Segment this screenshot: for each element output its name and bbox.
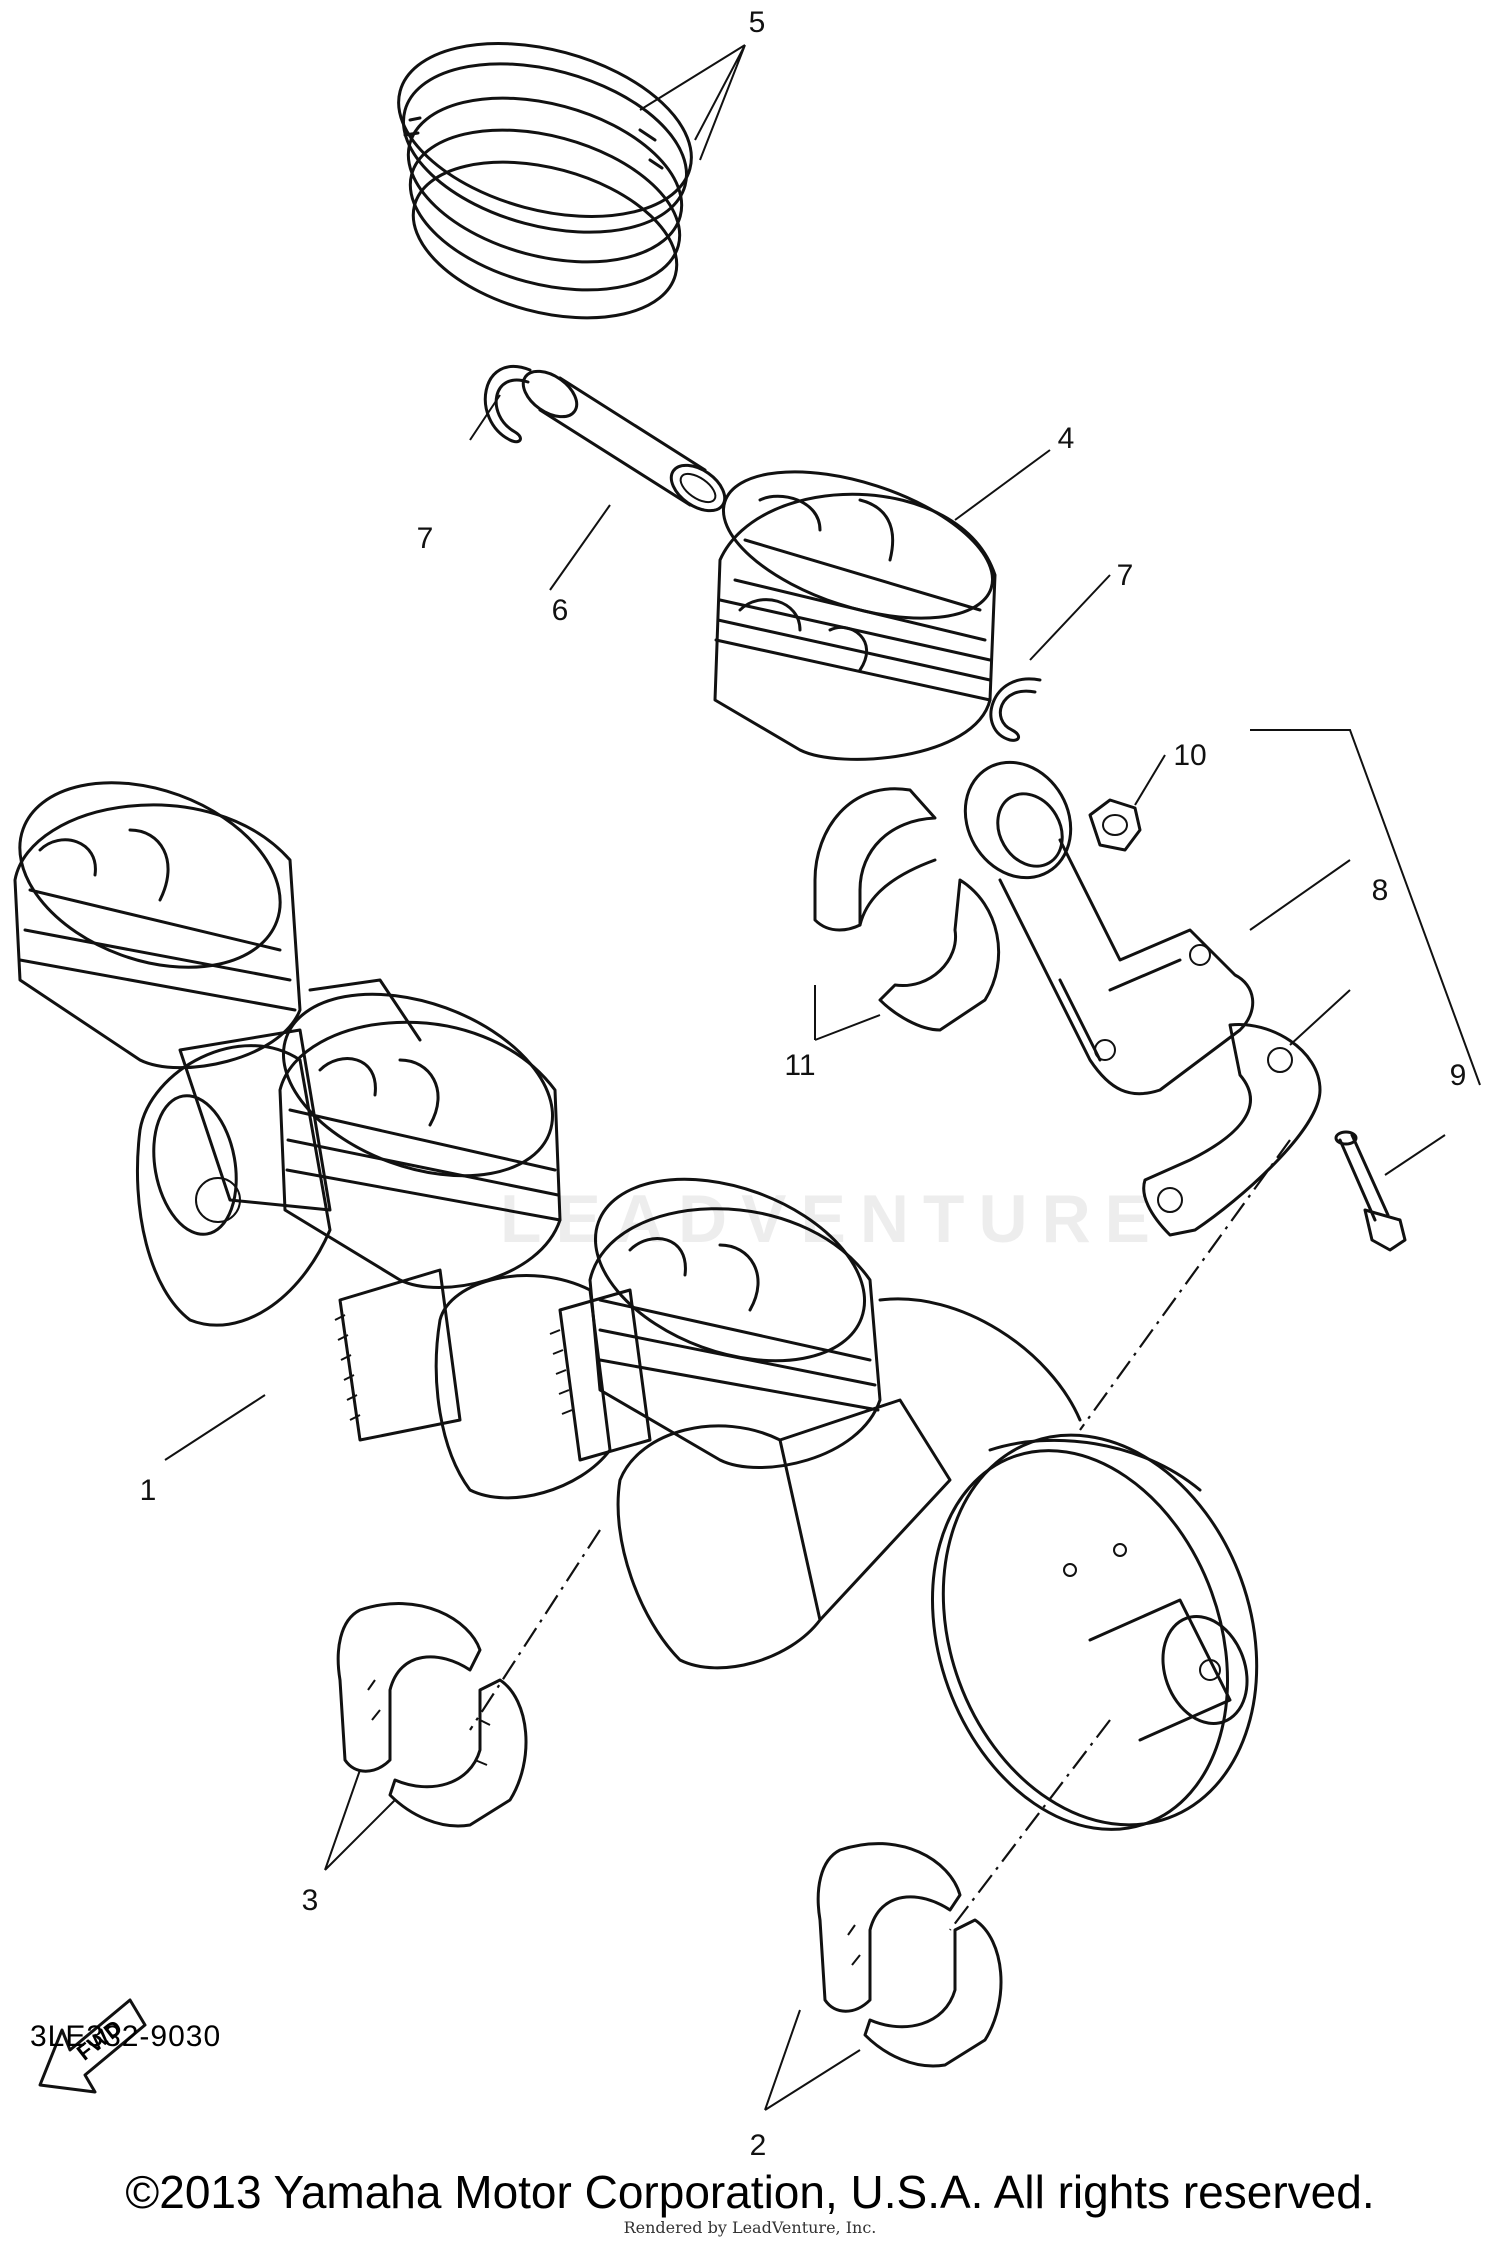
circlip-right bbox=[989, 677, 1042, 742]
callout-4: 4 bbox=[1058, 422, 1075, 455]
conrod-bearings bbox=[813, 787, 1001, 1032]
callout-8: 8 bbox=[1372, 874, 1389, 907]
conrod-cap bbox=[1142, 1022, 1322, 1237]
callout-10: 10 bbox=[1173, 739, 1206, 772]
conrod-nut bbox=[1088, 798, 1142, 852]
callout-5: 5 bbox=[749, 6, 766, 39]
part-code: 3LE332-9030 bbox=[30, 2020, 222, 2053]
main-bearings-2 bbox=[816, 1842, 1003, 2068]
callout-2: 2 bbox=[750, 2129, 767, 2162]
main-bearings-3 bbox=[336, 1602, 528, 1828]
piston-pin bbox=[521, 369, 727, 513]
copyright-notice: ©2013 Yamaha Motor Corporation, U.S.A. A… bbox=[125, 2166, 1375, 2218]
piston bbox=[713, 470, 997, 761]
callout-11: 11 bbox=[784, 1049, 815, 1082]
piston-rings bbox=[397, 42, 693, 320]
callout-9: 9 bbox=[1450, 1059, 1467, 1092]
conrod-bolt bbox=[1334, 1130, 1407, 1252]
callout-1: 1 bbox=[140, 1474, 157, 1507]
leader-lines bbox=[164, 44, 1481, 2111]
callout-6: 6 bbox=[552, 594, 569, 627]
connecting-rod bbox=[963, 760, 1255, 1096]
watermark: LEADVENTURE bbox=[500, 1181, 1165, 1257]
callout-7-left: 7 bbox=[417, 522, 434, 555]
callout-3: 3 bbox=[302, 1884, 319, 1917]
rendered-by-note: Rendered by LeadVenture, Inc. bbox=[623, 2218, 877, 2237]
center-lines bbox=[469, 1139, 1291, 1931]
callout-7-right: 7 bbox=[1117, 559, 1134, 592]
circlip-left bbox=[483, 365, 532, 444]
crankshaft-assembly bbox=[13, 781, 1259, 1831]
